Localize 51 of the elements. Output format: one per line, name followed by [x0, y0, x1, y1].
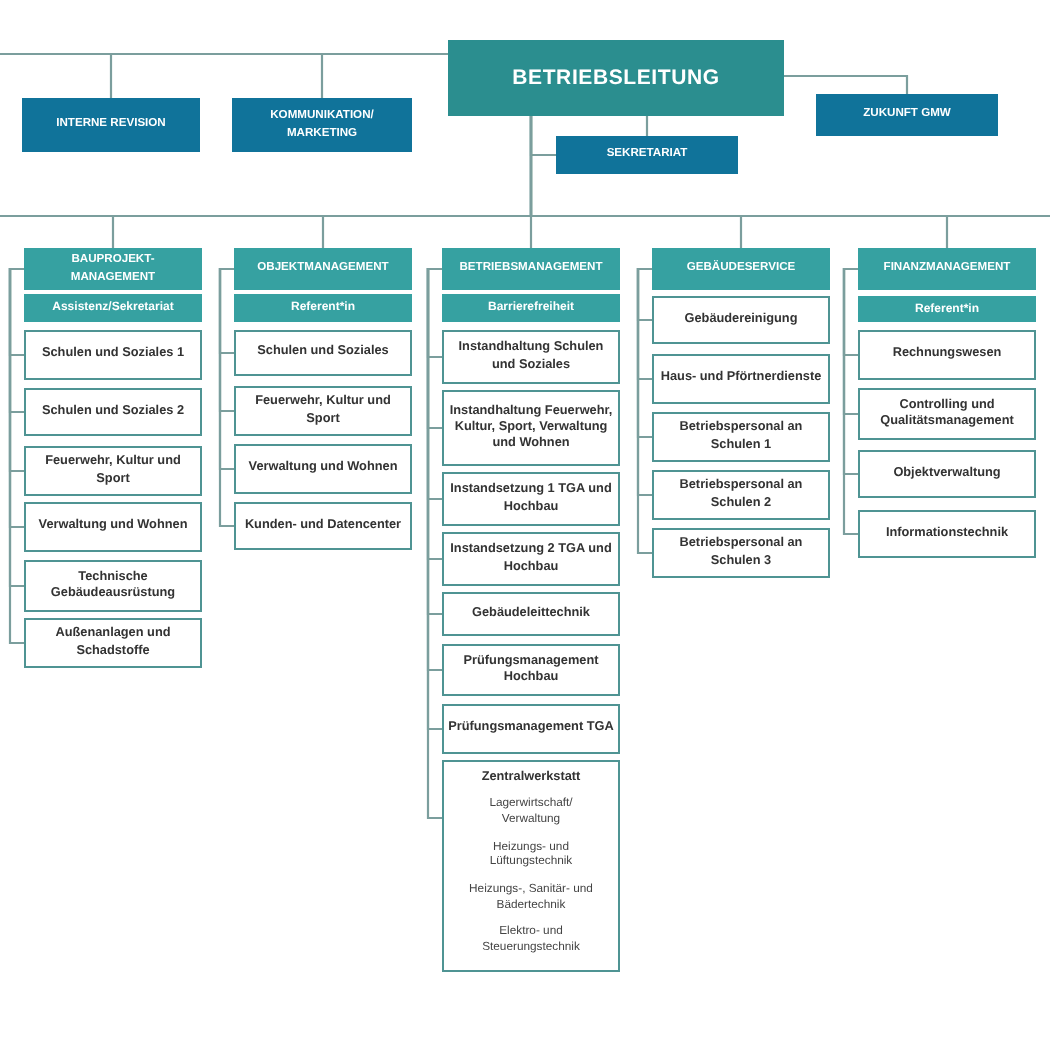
unit-box [652, 296, 830, 344]
connector-line [8, 267, 24, 645]
department-header [234, 248, 412, 290]
connector-line [426, 267, 442, 820]
unit-box [858, 388, 1036, 440]
unit-box [24, 330, 202, 380]
unit-box [24, 446, 202, 496]
unit-box [234, 502, 412, 550]
unit-box [442, 472, 620, 526]
department-header [858, 248, 1036, 290]
unit-box [442, 592, 620, 636]
department-header [442, 248, 620, 290]
department-header [24, 248, 202, 290]
unit-box [858, 450, 1036, 498]
connector-line [842, 267, 858, 536]
unit-box [442, 704, 620, 754]
connector-line [784, 74, 909, 94]
connector-line [529, 116, 1050, 218]
staff-unit-box [556, 136, 738, 174]
management-title: BETRIEBSLEITUNG [512, 66, 720, 90]
connector-line [218, 267, 234, 528]
connector-line [645, 116, 649, 136]
unit-box [858, 330, 1036, 380]
unit-box [652, 528, 830, 578]
unit-box [442, 390, 620, 466]
unit-box [442, 644, 620, 696]
management-box [448, 40, 784, 116]
staff-role-bar [442, 294, 620, 322]
staff-unit-box [232, 98, 412, 152]
unit-box [652, 412, 830, 462]
unit-box [442, 532, 620, 586]
unit-box [234, 330, 412, 376]
connector-line [636, 267, 652, 555]
unit-box [858, 510, 1036, 558]
staff-role-bar [234, 294, 412, 322]
unit-box [442, 330, 620, 384]
unit-box [24, 502, 202, 552]
connector-line [0, 52, 448, 56]
unit-box [24, 560, 202, 612]
staff-unit-box [816, 94, 998, 136]
unit-box [234, 444, 412, 494]
department-header [652, 248, 830, 290]
staff-unit-box [22, 98, 200, 152]
staff-role-bar [24, 294, 202, 322]
unit-box [24, 618, 202, 668]
unit-box [652, 354, 830, 404]
staff-role-bar [858, 296, 1036, 322]
unit-box [234, 386, 412, 436]
unit-box [442, 760, 620, 972]
unit-box [652, 470, 830, 520]
unit-box [24, 388, 202, 436]
